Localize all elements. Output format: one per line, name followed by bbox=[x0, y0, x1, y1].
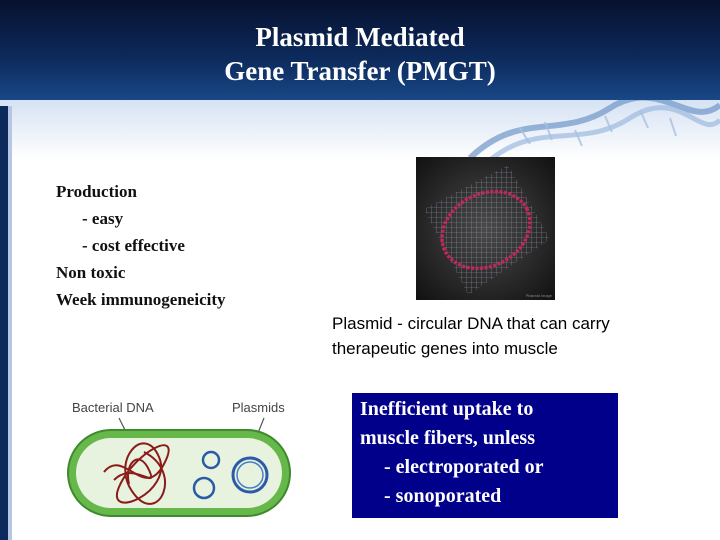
box-line-1: Inefficient uptake to bbox=[360, 398, 534, 420]
box-line-2: muscle fibers, unless bbox=[360, 427, 535, 449]
cell-interior bbox=[76, 438, 282, 508]
bacterium-diagram: Bacterial DNA Plasmids bbox=[67, 400, 291, 517]
title-line-2: Gene Transfer (PMGT) bbox=[224, 56, 496, 86]
bacterial-dna-label: Bacterial DNA bbox=[72, 400, 154, 415]
box-line-3: - electroporated or bbox=[384, 456, 544, 478]
uptake-note-box: Inefficient uptake to muscle fibers, unl… bbox=[352, 393, 618, 518]
image-credit: Plasmid image bbox=[526, 293, 553, 298]
advantages-list: Production - easy - cost effective Non t… bbox=[56, 178, 226, 313]
bullet-cost-effective: - cost effective bbox=[82, 236, 185, 255]
plasmid-small-2 bbox=[192, 476, 216, 500]
plasmid-micrograph-image: Plasmid image bbox=[416, 157, 555, 300]
bullet-production: Production bbox=[56, 182, 137, 201]
slide-title: Plasmid Mediated Gene Transfer (PMGT) bbox=[0, 20, 720, 88]
bullet-non-toxic: Non toxic bbox=[56, 263, 126, 282]
caption-line-2: therapeutic genes into muscle bbox=[332, 339, 558, 358]
title-banner: Plasmid Mediated Gene Transfer (PMGT) bbox=[0, 0, 720, 106]
title-line-1: Plasmid Mediated bbox=[255, 22, 465, 52]
left-accent-stripe bbox=[8, 106, 12, 540]
bullet-easy: - easy bbox=[82, 209, 124, 228]
bullet-immunogenicity: Week immunogeneicity bbox=[56, 290, 226, 309]
box-line-4: - sonoporated bbox=[384, 485, 502, 507]
plasmid-caption: Plasmid - circular DNA that can carry th… bbox=[332, 311, 712, 361]
plasmid-small-1 bbox=[201, 450, 221, 470]
plasmids-label: Plasmids bbox=[232, 400, 285, 415]
plasmid-large bbox=[231, 456, 269, 494]
caption-line-1: Plasmid - circular DNA that can carry bbox=[332, 314, 610, 333]
dna-helix-decoration bbox=[0, 100, 720, 160]
left-accent-bar bbox=[0, 106, 8, 540]
bacterial-dna-coil bbox=[103, 442, 170, 505]
